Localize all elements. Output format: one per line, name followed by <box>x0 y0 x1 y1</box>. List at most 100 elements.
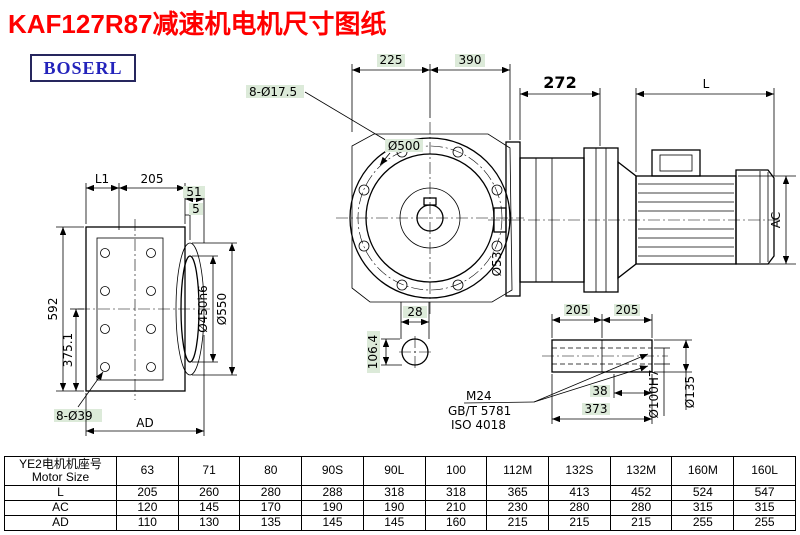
dim-label-l1: L1 <box>95 172 109 186</box>
side-view-gearbox <box>493 141 619 297</box>
side-view-motor <box>488 149 782 280</box>
front-view-dimensions: L1 205 51 5 592 375.1 <box>46 172 237 436</box>
col-header-90s: 90S <box>301 456 364 486</box>
cell: 315 <box>671 500 735 516</box>
technical-drawing: L1 205 51 5 592 375.1 <box>46 53 796 436</box>
dim-label-d500: Ø500 <box>388 139 420 153</box>
cell: 170 <box>239 500 303 516</box>
dim-label-d550: Ø550 <box>215 293 229 325</box>
dim-label-8-d39: 8-Ø39 <box>56 409 93 423</box>
dim-label-d135: Ø135 <box>683 376 697 408</box>
cell: 145 <box>362 515 426 531</box>
flange-view: 225 390 8-Ø17.5 Ø500 Ø53 28 106.4 <box>246 53 524 373</box>
standard-label-gbt: GB/T 5781 <box>448 404 511 418</box>
flange-view-bolt-holes <box>358 146 503 291</box>
cell: 120 <box>116 500 179 516</box>
col-header-63: 63 <box>116 456 179 486</box>
table-header-row: YE2电机机座号 Motor Size 63 71 80 90S 90L 100… <box>4 456 796 486</box>
cell: 215 <box>609 515 673 531</box>
cell: 547 <box>733 485 796 501</box>
cell: 210 <box>424 500 488 516</box>
cell: 110 <box>116 515 179 531</box>
dim-label-205-right: 205 <box>616 303 639 317</box>
cell: 413 <box>548 485 611 501</box>
cell: 130 <box>177 515 241 531</box>
cell: 318 <box>424 485 488 501</box>
col-header-160l: 160L <box>733 456 796 486</box>
dim-label-51: 51 <box>186 185 201 199</box>
motor-size-header-en: Motor Size <box>31 470 90 484</box>
dim-label-205-left: 205 <box>566 303 589 317</box>
flange-view-output-stub <box>399 302 431 368</box>
cell: 145 <box>301 515 364 531</box>
cell: 190 <box>301 500 364 516</box>
dim-label-38: 38 <box>592 384 607 398</box>
cell: 215 <box>548 515 611 531</box>
cell: 135 <box>239 515 303 531</box>
shaft-detail: 205 205 38 373 M24 GB/T 5781 ISO 4018 <box>448 303 697 432</box>
cell: 160 <box>424 515 488 531</box>
cell: 260 <box>177 485 241 501</box>
dim-label-225: 225 <box>380 53 403 67</box>
side-view-dimensions: 272 L AC <box>519 73 796 265</box>
cell: 315 <box>733 500 796 516</box>
col-header-132s: 132S <box>548 456 611 486</box>
col-header-100: 100 <box>424 456 488 486</box>
dim-label-ac: AC <box>769 212 783 228</box>
motor-size-table: YE2电机机座号 Motor Size 63 71 80 90S 90L 100… <box>4 456 796 531</box>
cell: 524 <box>671 485 735 501</box>
front-view: L1 205 51 5 592 375.1 <box>46 172 237 436</box>
shaft-detail-dimensions: 205 205 38 373 M24 GB/T 5781 ISO 4018 <box>448 303 697 432</box>
col-header-160m: 160M <box>671 456 735 486</box>
page-title: KAF127R87减速机电机尺寸图纸 <box>8 9 387 39</box>
dim-label-106-4: 106.4 <box>366 335 380 369</box>
cell: 255 <box>671 515 735 531</box>
cell: 452 <box>609 485 673 501</box>
motor-size-table-wrap: YE2电机机座号 Motor Size 63 71 80 90S 90L 100… <box>4 456 796 531</box>
dim-label-390: 390 <box>459 53 482 67</box>
col-header-80: 80 <box>239 456 303 486</box>
cell: 280 <box>239 485 303 501</box>
cell: 365 <box>486 485 550 501</box>
dim-label-375-1: 375.1 <box>61 333 75 367</box>
cell: 215 <box>486 515 550 531</box>
cell: 280 <box>609 500 673 516</box>
dim-label-28: 28 <box>407 305 422 319</box>
cell: 230 <box>486 500 550 516</box>
side-view: 272 L AC <box>488 73 796 297</box>
cell: 190 <box>362 500 426 516</box>
dim-label-205: 205 <box>141 172 164 186</box>
col-header-112m: 112M <box>486 456 550 486</box>
col-header-132m: 132M <box>609 456 673 486</box>
cell: 318 <box>362 485 426 501</box>
dim-label-ad: AD <box>136 416 153 430</box>
dim-label-d100h7: Ø100H7 <box>647 369 661 418</box>
table-row-ad: AD 110 130 135 145 145 160 215 215 215 2… <box>4 515 796 531</box>
flange-view-housing <box>351 133 513 303</box>
row-label-l: L <box>4 485 117 501</box>
row-label-ad: AD <box>4 515 117 531</box>
cell: 145 <box>177 500 241 516</box>
dim-label-d450h6: Ø450h6 <box>196 285 210 333</box>
front-view-centerlines <box>78 219 212 400</box>
dim-label-8-d17-5: 8-Ø17.5 <box>249 85 297 99</box>
table-row-l: L 205 260 280 288 318 318 365 413 452 52… <box>4 485 796 501</box>
flange-view-dimensions: 225 390 8-Ø17.5 Ø500 Ø53 28 106.4 <box>246 53 511 373</box>
col-header-90l: 90L <box>362 456 426 486</box>
cell: 288 <box>301 485 364 501</box>
brand-logo-text: BOSERL <box>43 57 123 78</box>
dim-label-272: 272 <box>543 73 576 92</box>
dim-label-5: 5 <box>192 202 200 216</box>
brand-logo-box: BOSERL <box>30 54 136 82</box>
shaft-detail-body <box>542 339 668 373</box>
dim-label-l: L <box>703 77 710 91</box>
flange-view-centerlines <box>336 122 524 316</box>
dim-label-373: 373 <box>585 402 608 416</box>
front-view-bolt-holes <box>100 248 156 372</box>
dim-label-592: 592 <box>46 298 60 321</box>
col-header-71: 71 <box>177 456 241 486</box>
motor-size-header-cell: YE2电机机座号 Motor Size <box>4 456 117 486</box>
dim-label-d53: Ø53 <box>490 252 504 277</box>
motor-size-header-cn: YE2电机机座号 <box>19 456 102 471</box>
